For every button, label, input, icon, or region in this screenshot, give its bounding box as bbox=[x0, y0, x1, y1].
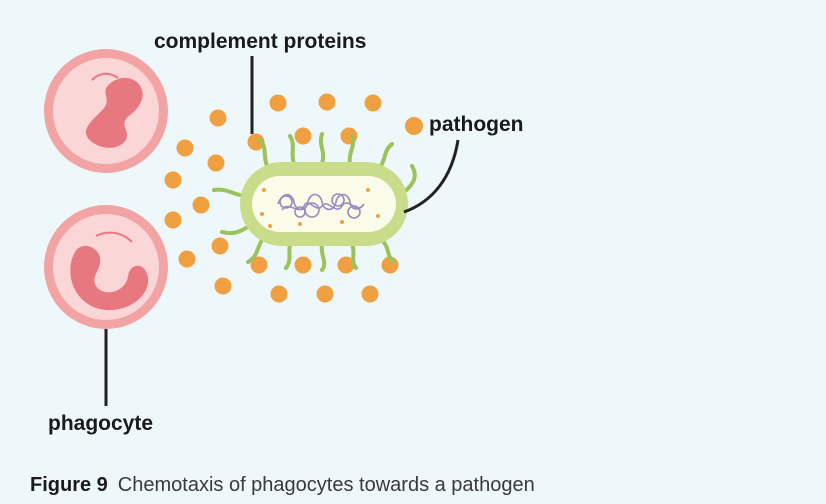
complement-dot bbox=[214, 277, 232, 295]
complement-proteins-label: complement proteins bbox=[154, 30, 367, 53]
figure-caption: Figure 9 Chemotaxis of phagocytes towards… bbox=[30, 474, 535, 497]
complement-dot bbox=[207, 154, 225, 172]
phagocyte-bottom-nucleus bbox=[70, 245, 149, 311]
complement-dot bbox=[209, 109, 227, 127]
complement-dot bbox=[269, 94, 287, 112]
pathogen-dna bbox=[277, 193, 365, 219]
complement-dot bbox=[340, 127, 358, 145]
pathogen bbox=[212, 132, 417, 272]
complement-dot bbox=[318, 93, 336, 111]
complement-dot bbox=[247, 133, 265, 151]
phagocyte-label: phagocyte bbox=[48, 412, 154, 435]
complement-legend-dot bbox=[405, 117, 423, 135]
complement-dot bbox=[364, 94, 382, 112]
complement-dot bbox=[164, 211, 182, 229]
complement-dot bbox=[316, 285, 334, 303]
complement-proteins bbox=[164, 93, 423, 303]
phagocyte-top-nucleus bbox=[85, 77, 143, 148]
phagocyte-top bbox=[44, 49, 168, 173]
complement-dot bbox=[176, 139, 194, 157]
complement-dot bbox=[361, 285, 379, 303]
complement-dot bbox=[337, 256, 355, 274]
complement-dot bbox=[192, 196, 210, 214]
pathogen-label: pathogen bbox=[429, 113, 524, 136]
figure-number: Figure 9 bbox=[30, 474, 108, 496]
complement-dot bbox=[178, 250, 196, 268]
complement-dot bbox=[270, 285, 288, 303]
caption-text: Chemotaxis of phagocytes towards a patho… bbox=[117, 474, 535, 496]
complement-dot bbox=[294, 127, 312, 145]
complement-dot bbox=[211, 237, 229, 255]
complement-dot bbox=[250, 256, 268, 274]
complement-dot bbox=[294, 256, 312, 274]
phagocyte-bottom bbox=[44, 205, 168, 329]
complement-dot bbox=[164, 171, 182, 189]
pathogen-leader-line bbox=[403, 139, 460, 214]
